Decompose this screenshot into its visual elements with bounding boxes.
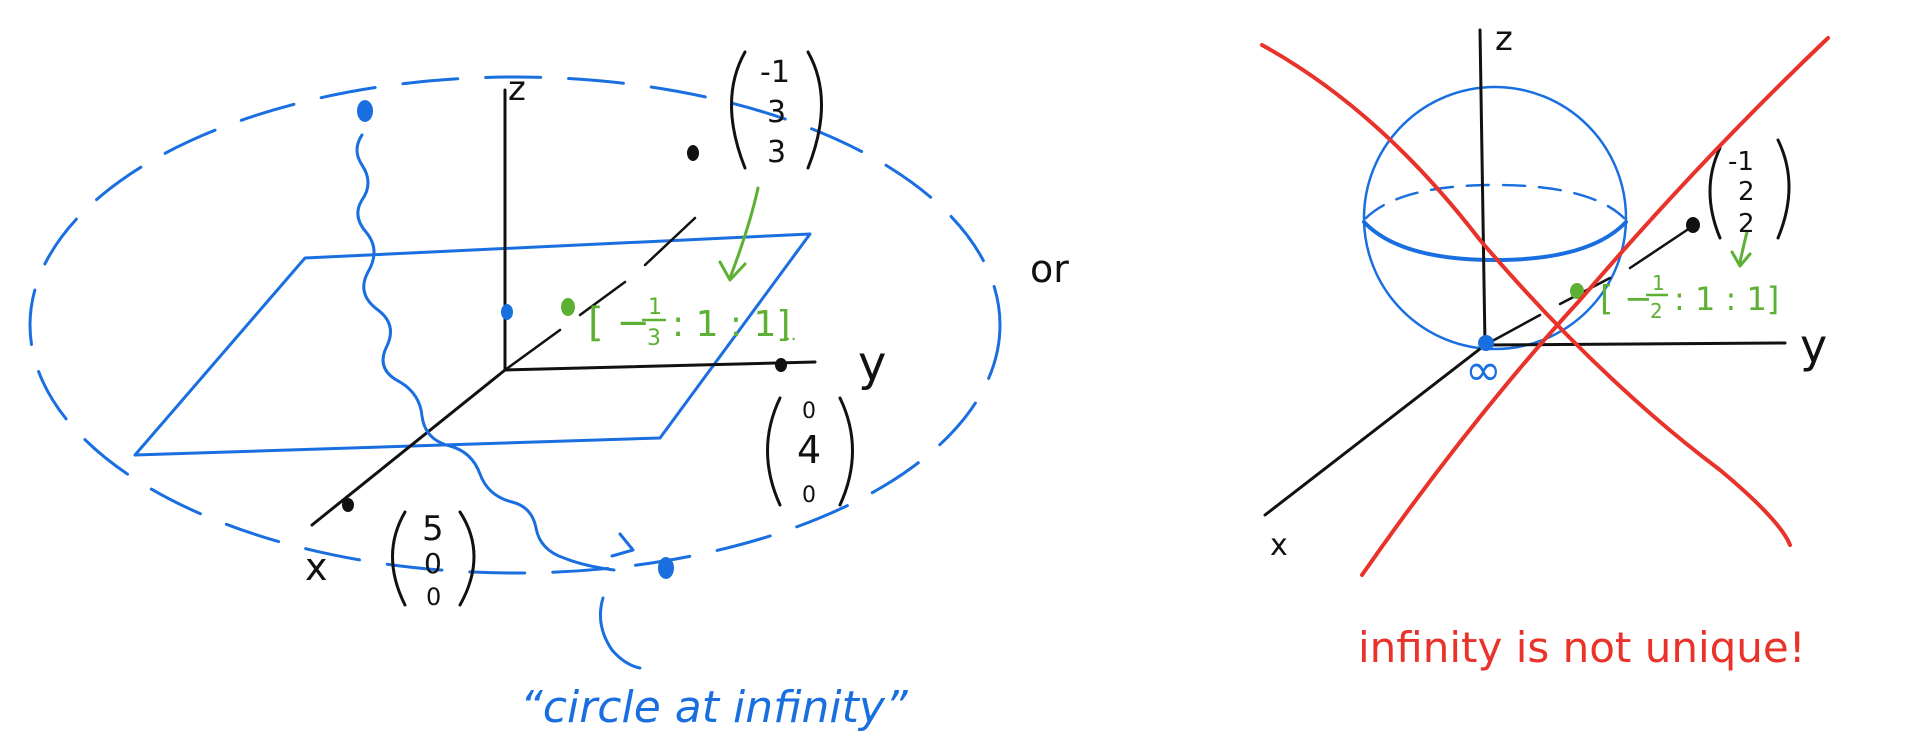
- right-axis-label-x: x: [1270, 528, 1288, 563]
- red-cross-stroke-2: [1360, 36, 1830, 577]
- vector-top-entry-1: -1: [760, 55, 790, 90]
- vector-top: -1 3 3: [730, 50, 823, 170]
- projected-point: [561, 298, 575, 316]
- green-arrow: [728, 186, 760, 280]
- right-x-axis: [1263, 343, 1487, 517]
- caption-connector: [599, 596, 642, 670]
- point-y: [775, 358, 787, 372]
- svg-text:[ −: [ −: [588, 300, 650, 346]
- vector-y: 0 4 0: [766, 396, 854, 508]
- vector-x: 5 0 0: [391, 509, 476, 611]
- proj-right-den: 2: [1650, 299, 1663, 323]
- infinity-point: [1478, 335, 1494, 351]
- proj-left-rest: : 1 : 1]: [672, 304, 790, 345]
- axis-label-x: x: [305, 545, 328, 589]
- right-axis-label-y: y: [1800, 319, 1827, 373]
- point-infinity-top: [357, 100, 373, 122]
- right-point-top: [1686, 217, 1700, 233]
- arrow-head-blue: [610, 532, 635, 558]
- right-green-arrow-head: [1730, 250, 1752, 268]
- caption-infinity-not-unique: infinity is not unique!: [1358, 623, 1806, 672]
- vector-y-entry-2: 4: [797, 428, 821, 472]
- axis-label-y: y: [858, 336, 886, 392]
- y-axis: [503, 360, 817, 372]
- wavy-arrow: [355, 133, 616, 572]
- right-axis-label-z: z: [1495, 19, 1513, 59]
- projective-coordinate-left: [ − 1 3 : 1 : 1] ..: [588, 295, 796, 351]
- x-axis: [310, 368, 507, 527]
- point-x: [342, 498, 354, 512]
- right-projection-line: [1483, 226, 1692, 347]
- projective-coordinate-right: [ − 1 2 : 1 : 1]: [1600, 271, 1779, 323]
- right-diagram: z y x ∞ -1 2 2 [ − 1 2 : 1 : 1] infinity…: [1260, 19, 1830, 672]
- connector-or: or: [1030, 247, 1069, 291]
- sphere-equator-back: [1364, 183, 1626, 220]
- infinity-symbol: ∞: [1465, 345, 1502, 396]
- right-projected-point: [1570, 283, 1584, 299]
- right-vector-entry-3: 2: [1738, 209, 1755, 239]
- vector-x-entry-3: 0: [426, 583, 441, 611]
- svg-text:[ −: [ −: [1600, 279, 1653, 319]
- proj-left-num: 1: [648, 295, 662, 320]
- right-vector-top: -1 2 2: [1708, 138, 1791, 240]
- vector-top-entry-2: 3: [767, 95, 786, 130]
- vector-x-entry-2: 0: [424, 547, 442, 580]
- projection-line: [503, 216, 697, 372]
- vector-y-entry-1: 0: [802, 399, 816, 424]
- circle-at-infinity: [28, 75, 1002, 575]
- right-z-axis: [1478, 28, 1487, 347]
- green-arrow-head: [718, 260, 747, 282]
- vector-y-entry-3: 0: [802, 483, 816, 508]
- vector-top-entry-3: 3: [767, 135, 786, 170]
- red-cross-stroke-1: [1260, 43, 1792, 547]
- proj-left-den: 3: [647, 326, 661, 351]
- riemann-sphere: [1362, 85, 1628, 351]
- proj-right-num: 1: [1652, 271, 1665, 295]
- plane: [133, 232, 812, 457]
- right-vector-entry-1: -1: [1728, 147, 1754, 177]
- point-top: [687, 145, 699, 161]
- axis-label-z: z: [508, 69, 526, 109]
- point-z-plane: [501, 304, 513, 320]
- proj-right-rest: : 1 : 1]: [1674, 280, 1779, 318]
- caption-circle-at-infinity: “circle at infinity”: [520, 682, 909, 733]
- left-diagram: z y x -1 3 3 0 4 0 5 0 0 [ −: [28, 50, 1002, 733]
- point-infinity-bottom: [658, 557, 674, 579]
- right-green-arrow: [1738, 230, 1749, 264]
- right-vector-entry-2: 2: [1738, 177, 1755, 207]
- vector-x-entry-1: 5: [422, 509, 444, 549]
- right-y-axis: [1483, 341, 1787, 347]
- svg-text:..: ..: [785, 324, 796, 345]
